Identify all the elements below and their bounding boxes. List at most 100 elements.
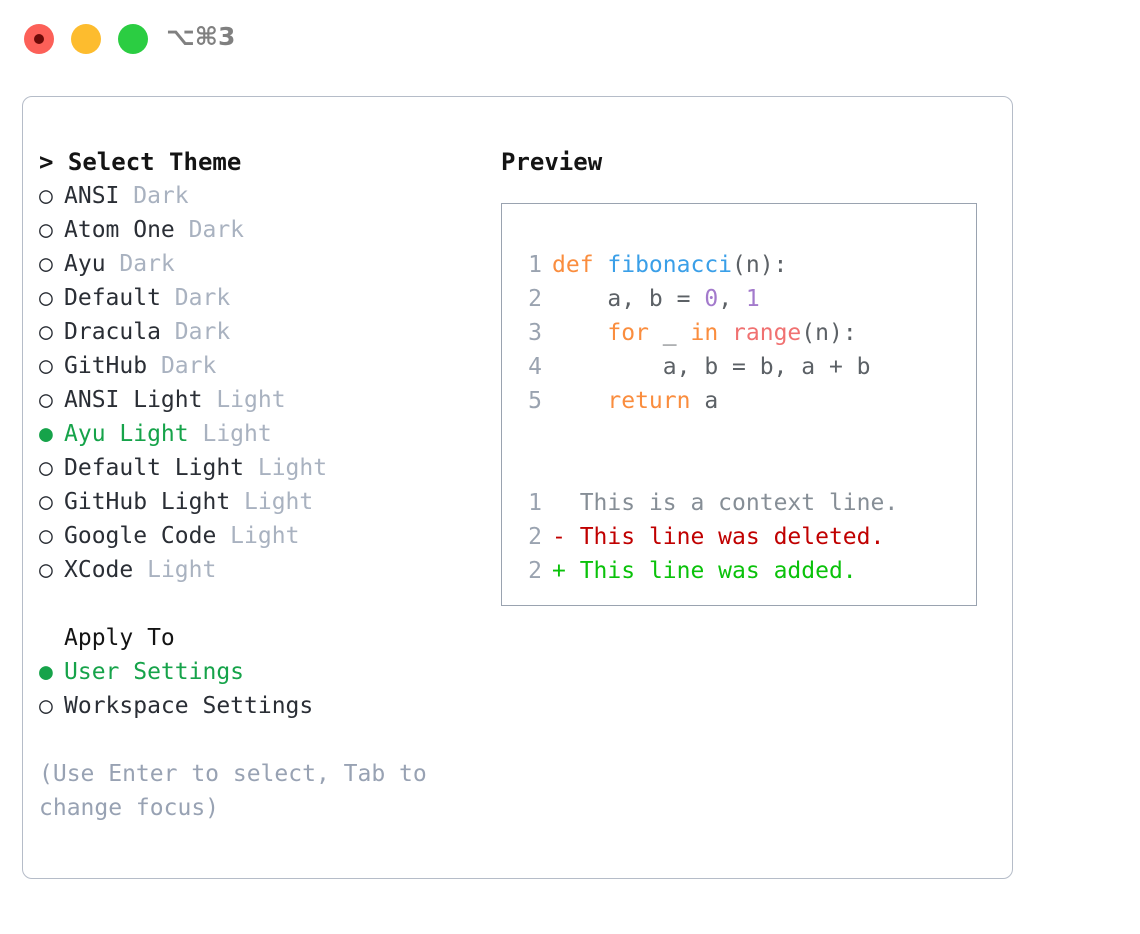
- token-number: 0: [704, 286, 719, 312]
- radio-icon: ○: [39, 557, 53, 583]
- minimize-button[interactable]: [71, 24, 101, 54]
- maximize-button[interactable]: [118, 24, 148, 54]
- theme-category: Dark: [160, 285, 231, 311]
- diff-line-added: 2+ This line was added.: [502, 554, 976, 588]
- apply-to-item-user-settings[interactable]: ● User Settings: [39, 655, 479, 689]
- apply-to-label: Apply To: [64, 625, 175, 651]
- theme-list-item-github-light[interactable]: ○ GitHub Light Light: [39, 485, 479, 519]
- apply-to-item-workspace-settings[interactable]: ○Workspace Settings: [39, 689, 479, 723]
- token-punct: (n):: [732, 252, 788, 278]
- token-indent: [552, 320, 607, 346]
- diff-marker-plus: +: [552, 558, 580, 584]
- theme-list: ○ ANSI Dark ○ Atom One Dark ○ Ayu Dark ○ Def…: [39, 179, 479, 587]
- panel-columns: > Select Theme ○ ANSI Dark ○ Atom One Dark…: [23, 97, 1012, 878]
- radio-icon: ○: [39, 183, 53, 209]
- code-blank-line-2: [502, 452, 976, 486]
- diff-line-deleted: 2- This line was deleted.: [502, 520, 976, 554]
- token-keyword: in: [690, 320, 719, 346]
- line-number: 2: [528, 558, 542, 584]
- radio-icon: ○: [39, 285, 53, 311]
- theme-list-item-default-light[interactable]: ○ Default Light Light: [39, 451, 479, 485]
- theme-name: XCode: [64, 557, 134, 583]
- radio-icon: ○: [39, 387, 53, 413]
- token-number: 1: [745, 286, 760, 312]
- code-line-5: 5 return a: [502, 384, 976, 418]
- theme-name: Default: [64, 285, 161, 311]
- theme-category: Light: [230, 489, 314, 515]
- prompt-caret-icon: >: [39, 148, 68, 176]
- radio-icon: ○: [39, 217, 53, 243]
- window-controls: [24, 24, 148, 54]
- line-number: 1: [528, 490, 542, 516]
- theme-name: Ayu: [64, 251, 106, 277]
- token-punct: (n):: [801, 320, 857, 346]
- token-call: range: [732, 320, 802, 346]
- radio-icon-selected: ●: [39, 659, 53, 685]
- keyboard-shortcut-label: ⌥⌘3: [166, 22, 236, 51]
- theme-name: Ayu Light: [64, 421, 189, 447]
- theme-category: Light: [244, 455, 328, 481]
- theme-category: Dark: [119, 183, 189, 209]
- close-button[interactable]: [24, 24, 54, 54]
- radio-icon: ○: [39, 353, 53, 379]
- theme-list-item-atom-one[interactable]: ○ Atom One Dark: [39, 213, 479, 247]
- theme-name: Google Code: [64, 523, 217, 549]
- line-number: 3: [528, 320, 542, 346]
- theme-category: Dark: [160, 319, 231, 345]
- theme-category: Light: [133, 557, 217, 583]
- line-number: 5: [528, 388, 542, 414]
- theme-name: Dracula: [64, 319, 161, 345]
- token-variable: a: [690, 388, 719, 414]
- theme-list-item-ayu[interactable]: ○ Ayu Dark: [39, 247, 479, 281]
- token-variable: _: [648, 320, 691, 346]
- list-gap: [39, 587, 479, 621]
- theme-name: Default Light: [64, 455, 245, 481]
- theme-name: GitHub: [64, 353, 148, 379]
- theme-name: ANSI Light: [64, 387, 203, 413]
- apply-to-name: Workspace Settings: [64, 693, 314, 719]
- apply-to-name: User Settings: [64, 659, 245, 685]
- diff-text: This is a context line.: [579, 490, 899, 516]
- apply-to-list: ● User Settings ○Workspace Settings: [39, 655, 479, 723]
- radio-icon: ○: [39, 251, 53, 277]
- theme-name: ANSI: [64, 183, 120, 209]
- theme-category: Dark: [105, 251, 175, 277]
- line-number: 2: [528, 524, 542, 550]
- line-number: 4: [528, 354, 542, 380]
- token-punct: ,: [718, 286, 746, 312]
- radio-icon: ○: [39, 523, 53, 549]
- code-line-2: 2 a, b = 0, 1: [502, 282, 976, 316]
- theme-name: Atom One: [64, 217, 175, 243]
- theme-name: GitHub Light: [64, 489, 231, 515]
- diff-marker: [552, 490, 580, 516]
- select-theme-heading-label: Select Theme: [67, 148, 242, 176]
- line-number: 1: [528, 252, 542, 278]
- preview-heading: Preview: [501, 148, 603, 176]
- radio-icon: ○: [39, 455, 53, 481]
- token-indent: [552, 388, 607, 414]
- select-theme-heading: > Select Theme: [39, 145, 479, 179]
- token-variable: a, b = b, a + b: [552, 354, 871, 380]
- theme-category: Dark: [174, 217, 245, 243]
- theme-list-item-default[interactable]: ○ Default Dark: [39, 281, 479, 315]
- theme-list-item-ansi-light[interactable]: ○ ANSI Light Light: [39, 383, 479, 417]
- token-variable: a, b =: [552, 286, 705, 312]
- theme-list-item-ansi[interactable]: ○ ANSI Dark: [39, 179, 479, 213]
- radio-icon: ○: [39, 489, 53, 515]
- token-keyword: return: [607, 388, 691, 414]
- theme-category: Light: [202, 387, 286, 413]
- title-bar: ⌥⌘3: [0, 0, 1140, 78]
- theme-list-item-dracula[interactable]: ○Dracula Dark: [39, 315, 479, 349]
- theme-category: Light: [216, 523, 300, 549]
- theme-list-item-github[interactable]: ○GitHub Dark: [39, 349, 479, 383]
- theme-list-item-xcode[interactable]: ○ XCode Light: [39, 553, 479, 587]
- diff-marker-minus: -: [552, 524, 580, 550]
- radio-icon-selected: ●: [39, 421, 53, 447]
- theme-list-item-ayu-light[interactable]: ●Ayu Light Light: [39, 417, 479, 451]
- keyboard-hint-text: (Use Enter to select, Tab to change focu…: [39, 761, 427, 821]
- theme-list-item-google-code[interactable]: ○ Google Code Light: [39, 519, 479, 553]
